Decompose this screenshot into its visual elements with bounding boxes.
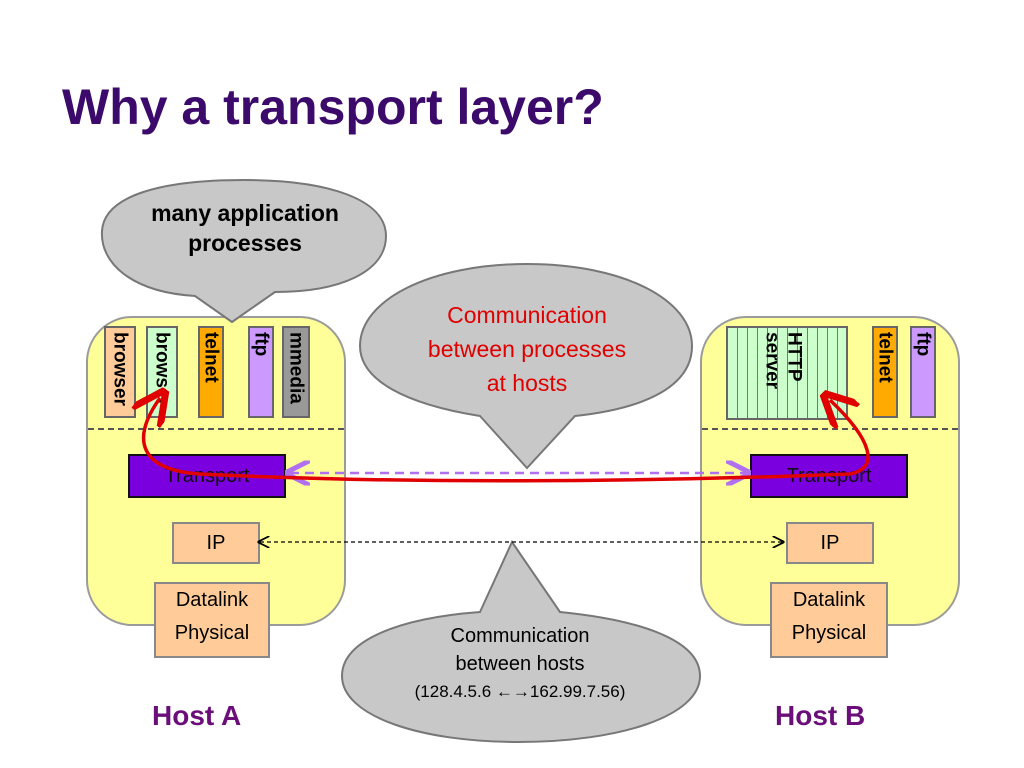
app-ftp: ftp: [910, 326, 936, 418]
process-to-process-arrow: [144, 398, 870, 483]
physical-label: Physical: [174, 622, 250, 644]
bubble-line: Communication: [450, 625, 590, 647]
bubble-line: processes: [188, 230, 302, 256]
app-browser-1: browser: [104, 326, 136, 418]
bubble-line: at hosts: [486, 370, 568, 396]
speech-bubble-apps: [100, 178, 388, 324]
app-telnet: telnet: [872, 326, 898, 418]
speech-bubble-hosts: [340, 539, 702, 744]
host-b-label: Host B: [775, 700, 866, 731]
datalink-physical-a: Datalink Physical: [154, 582, 270, 658]
page-title: Why a transport layer?: [62, 79, 604, 135]
bubble-processes-text: Communication between processes at hosts: [388, 298, 666, 400]
bubble-line: Communication: [447, 302, 607, 328]
physical-label: Physical: [791, 622, 867, 644]
bubble-hosts-text: Communication between hosts (128.4.5.6 ←…: [362, 622, 678, 706]
bubble-line: (128.4.5.6 ←→162.99.7.56): [414, 682, 626, 701]
ip-layer-b: IP: [786, 522, 874, 564]
datalink-label: Datalink: [175, 589, 249, 611]
host-a-label: Host A: [152, 700, 242, 731]
datalink-label: Datalink: [792, 589, 866, 611]
bubble-line: many application: [151, 200, 339, 226]
datalink-physical-b: Datalink Physical: [770, 582, 888, 658]
bubble-apps-text: many application processes: [110, 198, 380, 258]
bubble-line: between hosts: [455, 653, 585, 675]
bubble-line: between processes: [427, 336, 627, 362]
